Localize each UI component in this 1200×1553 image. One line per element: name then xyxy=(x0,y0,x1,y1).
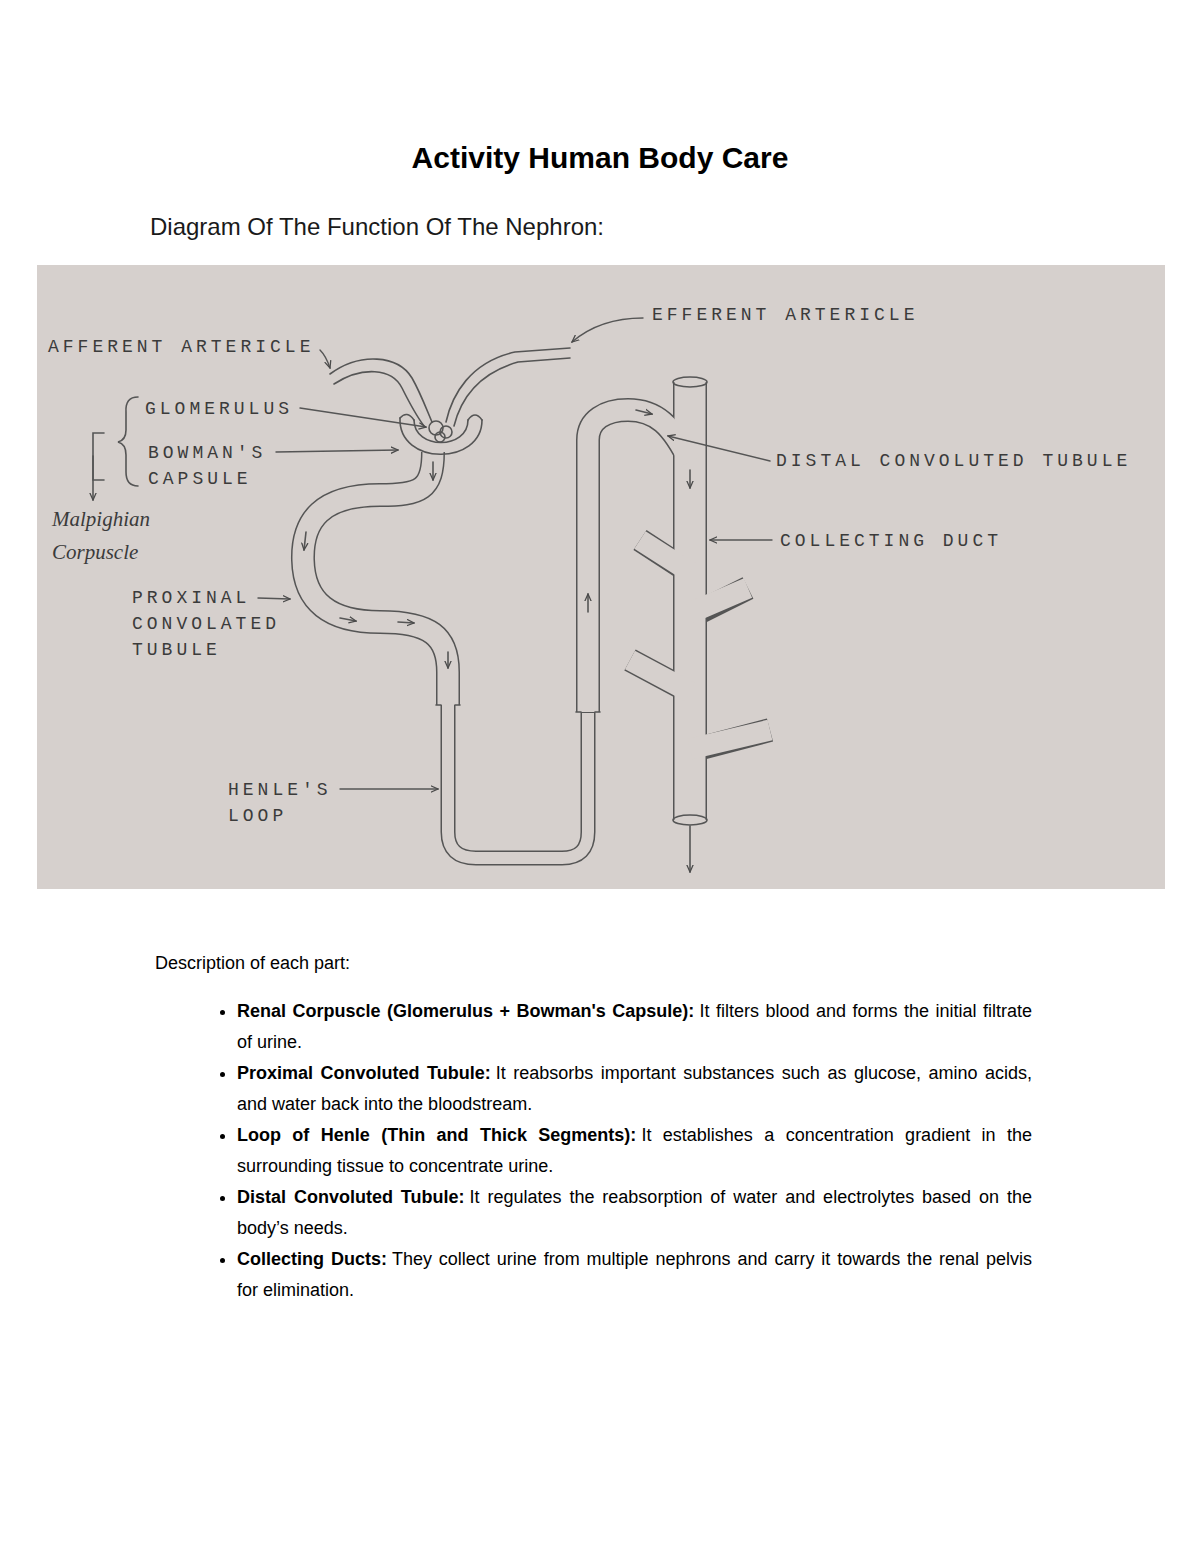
flow-arrow xyxy=(432,462,434,480)
flow-arrow xyxy=(304,532,306,550)
flow-arrow xyxy=(587,594,589,612)
bullet-item: Proximal Convoluted Tubule:It reabsorbs … xyxy=(237,1058,1032,1120)
leader-line xyxy=(710,539,772,540)
description-list: Renal Corpuscle (Glomerulus + Bowman's C… xyxy=(205,996,1032,1306)
part-term: Loop of Henle (Thin and Thick Segments): xyxy=(237,1125,636,1145)
leader-line xyxy=(572,318,643,342)
part-label: PROXINAL CONVOLATED TUBULE xyxy=(132,585,292,663)
bracket xyxy=(93,433,104,480)
bracket-arrow xyxy=(92,456,94,500)
part-label: HENLE'S LOOP xyxy=(228,777,348,829)
duct-branch-lumen xyxy=(630,660,690,692)
page-title: Activity Human Body Care xyxy=(0,140,1200,176)
capsule-rim xyxy=(400,414,482,420)
proximal-tubule-lumen xyxy=(303,452,448,705)
leader-line xyxy=(340,788,438,789)
flow-arrow xyxy=(340,618,356,621)
flow-arrow xyxy=(636,410,652,414)
duct-branch-lumen xyxy=(690,588,748,613)
segment-step xyxy=(436,705,600,712)
section-heading: Description of each part: xyxy=(155,950,350,976)
duct-opening xyxy=(673,815,707,825)
leader-line xyxy=(300,408,426,427)
bullet-item: Renal Corpuscle (Glomerulus + Bowman's C… xyxy=(237,996,1032,1058)
handwritten-label: Malpighian Corpuscle xyxy=(52,503,182,569)
part-label: EFFERENT ARTERICLE xyxy=(652,302,918,328)
afferent-vessel xyxy=(330,359,432,422)
part-label: GLOMERULUS xyxy=(145,396,293,422)
subtitle: Diagram Of The Function Of The Nephron: xyxy=(150,212,604,242)
loop-thin-wall xyxy=(448,705,588,858)
distal-tubule-lumen xyxy=(588,410,690,712)
capsule-outer xyxy=(400,418,482,454)
duct-branch-lumen xyxy=(690,730,770,749)
efferent-vessel xyxy=(454,358,570,426)
outflow-arrow xyxy=(689,826,691,872)
part-term: Proximal Convoluted Tubule: xyxy=(237,1063,491,1083)
part-term: Distal Convoluted Tubule: xyxy=(237,1187,465,1207)
flow-arrow xyxy=(689,470,691,488)
part-label: DISTAL CONVOLUTED TUBULE xyxy=(776,448,1131,474)
duct-branch-lumen xyxy=(640,540,690,572)
bullet-item: Loop of Henle (Thin and Thick Segments):… xyxy=(237,1120,1032,1182)
bullet-item: Collecting Ducts:They collect urine from… xyxy=(237,1244,1032,1306)
afferent-vessel xyxy=(334,372,424,426)
bullet-item: Distal Convoluted Tubule:It regulates th… xyxy=(237,1182,1032,1244)
brace xyxy=(118,397,138,486)
loop-thin-lumen xyxy=(448,704,588,858)
part-label: AFFERENT ARTERICLE xyxy=(48,334,314,360)
leader-line xyxy=(320,350,330,368)
flow-arrow xyxy=(447,652,449,668)
duct-opening xyxy=(673,377,707,387)
glomerulus-knot xyxy=(435,432,445,442)
part-label: COLLECTING DUCT xyxy=(780,528,1002,554)
part-term: Renal Corpuscle (Glomerulus + Bowman's C… xyxy=(237,1001,694,1021)
leader-line xyxy=(258,598,290,599)
leader-line xyxy=(668,436,770,461)
part-term: Collecting Ducts: xyxy=(237,1249,387,1269)
leader-line xyxy=(276,450,398,452)
photo-ground xyxy=(37,265,1165,889)
proximal-tubule-wall xyxy=(303,452,448,705)
flow-arrow xyxy=(398,622,414,623)
part-label: BOWMAN'S CAPSULE xyxy=(148,440,278,492)
